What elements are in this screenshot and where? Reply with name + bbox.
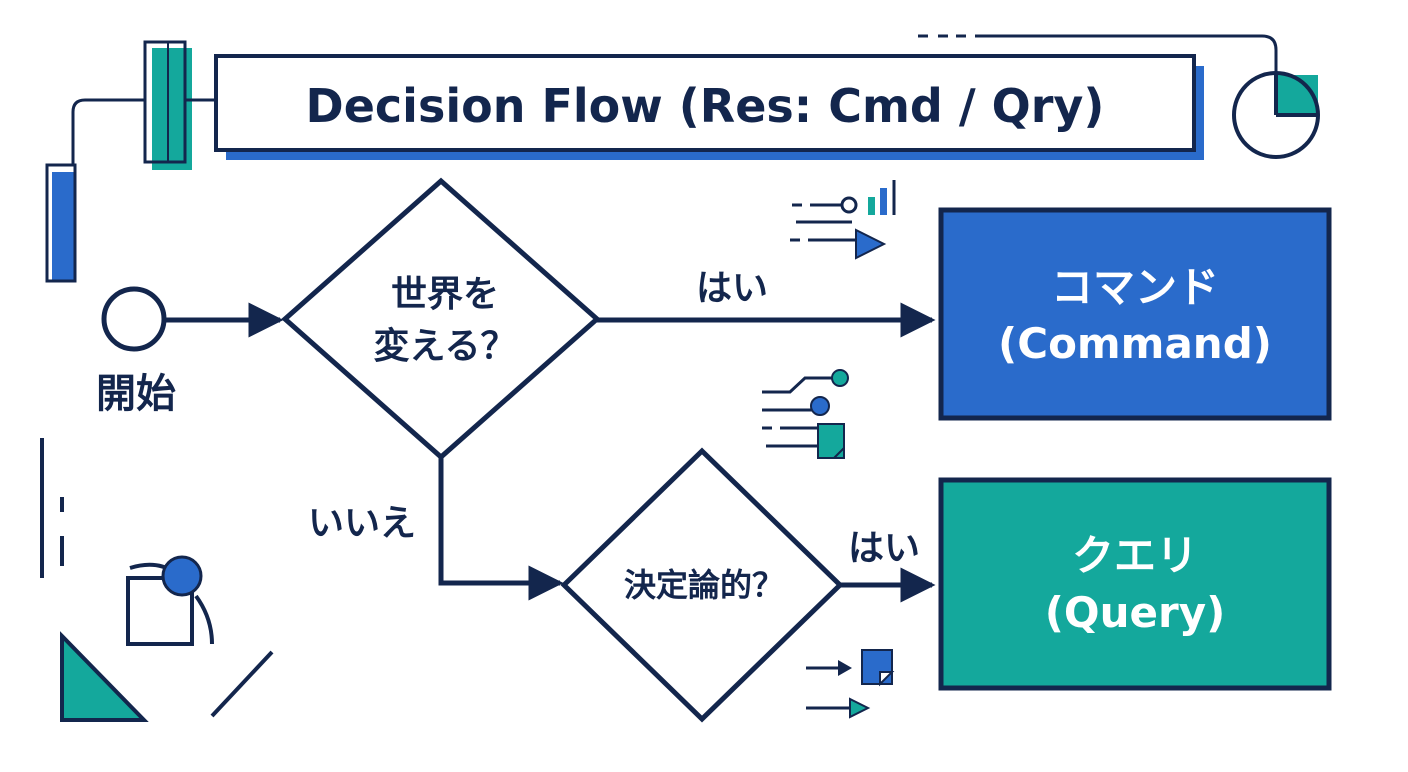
start-label: 開始 (96, 371, 176, 417)
command-label-jp: コマンド (1051, 263, 1219, 312)
start-node: 開始 (96, 286, 176, 417)
decor-speed-chart-icon (790, 180, 896, 260)
decor-pie-icon (918, 34, 1320, 159)
decor-title-bars (45, 40, 216, 283)
edge-label-no: いいえ (308, 503, 416, 544)
edge-label-yes-bottom: はい (848, 528, 920, 569)
query-label-en: (Query) (1045, 588, 1226, 637)
decor-bottom-left-shapes (40, 438, 274, 722)
query-box: クエリ (Query) (938, 477, 1332, 691)
diagram-title: Decision Flow (Res: Cmd / Qry) (306, 79, 1105, 133)
edge-label-yes-top: はい (696, 268, 768, 309)
decision2-label: 決定論的？ (624, 566, 784, 604)
decor-network-doc-icon (762, 369, 849, 459)
command-label-en: (Command) (998, 319, 1272, 368)
edge-decision1-no (438, 457, 564, 601)
decision1-line1: 世界を (391, 274, 499, 315)
decor-arrows-doc-icon (806, 649, 895, 719)
decision-deterministic: 決定論的？ (560, 447, 844, 723)
title-box: Decision Flow (Res: Cmd / Qry) (214, 54, 1204, 160)
decision1-line2: 変える？ (374, 325, 517, 367)
command-box: コマンド (Command) (938, 207, 1332, 421)
query-label-jp: クエリ (1072, 531, 1198, 580)
decision-changes-world: 世界を 変える？ (281, 177, 601, 461)
